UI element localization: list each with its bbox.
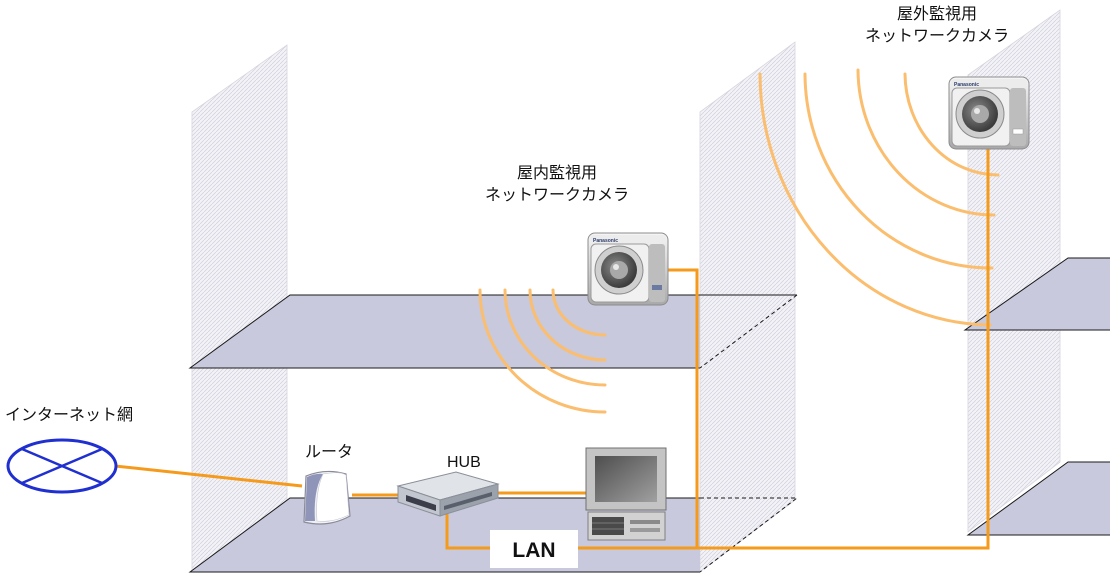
indoor-camera-label-line1: 屋内監視用: [517, 164, 597, 182]
signal-arc: [903, 72, 1000, 177]
hub-icon: [396, 471, 500, 517]
internet-symbol: [6, 438, 118, 494]
middle-wall: [699, 41, 796, 573]
router-label: ルータ: [305, 443, 353, 461]
camera-brand-logo: Panasonic: [593, 238, 618, 244]
signal-arc: [478, 288, 607, 414]
outdoor-camera-label-line2: ネットワークカメラ: [865, 27, 1009, 45]
internet-label: インターネット網: [5, 406, 133, 424]
indoor-camera-signal-arcs: [478, 288, 607, 414]
outdoor-camera-signal-arcs: [758, 68, 1000, 327]
outdoor-camera-label-line1: 屋外監視用: [897, 5, 977, 23]
camera-brand-logo: Panasonic: [954, 82, 979, 88]
router-icon: [303, 470, 351, 525]
signal-arc: [856, 68, 996, 217]
signal-arc: [803, 72, 994, 270]
signal-arc: [758, 72, 992, 327]
signal-arc: [528, 288, 607, 362]
signal-arc: [551, 288, 607, 337]
right-lower-floor: [966, 461, 1110, 536]
lan-label: LAN: [490, 530, 578, 568]
indoor-camera-icon: Panasonic: [587, 232, 669, 306]
outdoor-camera-icon: Panasonic: [948, 76, 1030, 150]
right-upper-floor: [963, 257, 1110, 331]
indoor-camera-cable: [668, 268, 699, 548]
lan-label-text: LAN: [512, 539, 555, 562]
indoor-camera-label-line2: ネットワークカメラ: [485, 186, 629, 204]
upper-floor: [188, 294, 798, 369]
internet-router-cable: [114, 464, 303, 488]
hub-label: HUB: [447, 454, 481, 471]
lan-backbone-cable: [445, 148, 990, 550]
signal-arc: [503, 288, 607, 387]
pc-icon: [585, 447, 667, 541]
